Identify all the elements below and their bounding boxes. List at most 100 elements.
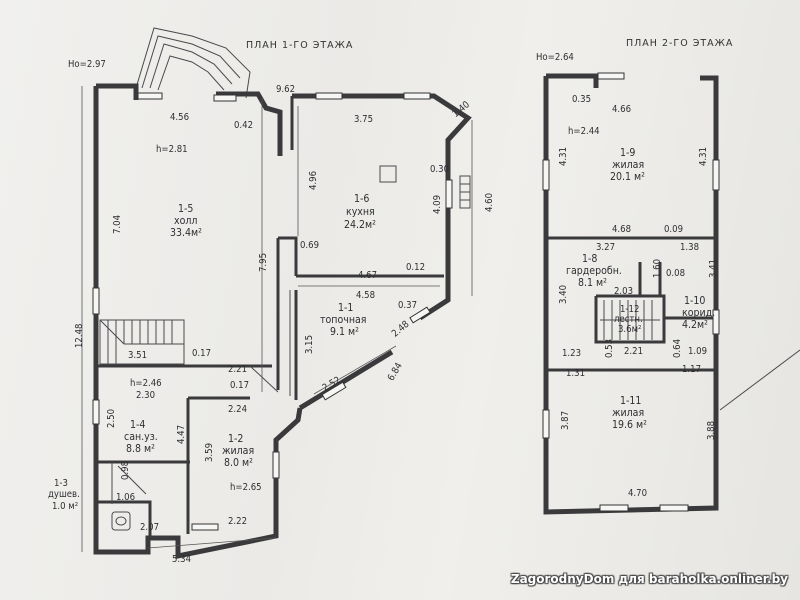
floor2-windows xyxy=(542,72,720,512)
floor1-level-mark: Ho=2.97 xyxy=(68,59,106,70)
dim-label: 3.87 xyxy=(560,411,571,430)
dim-label: 1.23 xyxy=(562,348,581,359)
dim-label: 1.17 xyxy=(682,364,701,375)
floor1-fixtures xyxy=(111,165,471,531)
dim-label: 0.42 xyxy=(234,120,253,131)
dim-label: 7.04 xyxy=(112,215,123,234)
dim-label: 4.31 xyxy=(698,147,709,166)
dim-label: 0.69 xyxy=(300,240,319,251)
dim-label: 4.96 xyxy=(308,171,319,190)
stairs-name: лестн. xyxy=(614,314,643,325)
dim-label: 3.40 xyxy=(558,285,569,304)
floor1-title: ПЛАН 1-ГО ЭТАЖА xyxy=(246,40,353,51)
dim-label: 0.30 xyxy=(430,164,449,175)
floor2-level-mark: Ho=2.64 xyxy=(536,52,574,63)
living-height: h=2.65 xyxy=(230,482,262,493)
stairs-area: 3.6м² xyxy=(618,324,641,335)
hall-name: холл xyxy=(174,215,197,227)
bath-area: 8.8 м² xyxy=(126,443,155,455)
dim-label: 4.56 xyxy=(170,112,189,123)
watermark: ZagorodnyDom для baraholka.onliner.by xyxy=(510,572,788,586)
floor1-dimension-labels: 4.56 0.42 9.62 3.75 1.40 0.30 4.96 4.09 … xyxy=(74,84,495,565)
dim-label: 1.38 xyxy=(680,242,699,253)
room111-area: 19.6 м² xyxy=(612,419,647,431)
dim-label: 12.48 xyxy=(74,324,85,348)
living-number: 1-2 xyxy=(228,433,243,445)
room19-area: 20.1 м² xyxy=(610,171,645,183)
dim-label: 4.66 xyxy=(612,104,631,115)
corridor-area: 4.2м² xyxy=(682,319,708,331)
bath-name: сан.уз. xyxy=(124,431,158,443)
shower-name: душев. xyxy=(48,489,80,500)
hall-height: h=2.81 xyxy=(156,144,188,155)
dim-label: 3.41 xyxy=(708,259,719,278)
dim-label: 3.88 xyxy=(706,421,717,440)
dim-label: 3.59 xyxy=(204,443,215,462)
room19-name: жилая xyxy=(612,159,644,171)
wardrobe-area: 8.1 м² xyxy=(578,277,607,289)
dim-label: 3.15 xyxy=(304,335,315,354)
dim-label: 5.34 xyxy=(172,554,191,565)
wardrobe-number: 1-8 xyxy=(582,253,597,265)
dim-label: 0.37 xyxy=(398,300,417,311)
dim-label: 4.47 xyxy=(176,425,187,444)
dim-label: 2.22 xyxy=(228,516,247,527)
dim-label: 0.17 xyxy=(230,380,249,391)
dim-label: 1.06 xyxy=(116,492,135,503)
dim-label: 1.09 xyxy=(688,346,707,357)
dim-label: 0.98 xyxy=(120,461,131,480)
dim-label: 3.51 xyxy=(128,350,147,361)
dim-label: 0.17 xyxy=(192,348,211,359)
floor2-stairs xyxy=(600,300,660,340)
floor2-walls xyxy=(543,73,719,515)
floor1-stairs xyxy=(99,319,185,365)
floor1-dimension-lines xyxy=(81,86,473,552)
dim-label: 2.50 xyxy=(106,409,117,428)
dim-label: 4.68 xyxy=(612,224,631,235)
boiler-name: топочная xyxy=(320,314,366,326)
room111-name: жилая xyxy=(612,407,644,419)
dim-label: 2.07 xyxy=(140,522,159,533)
kitchen-area: 24.2м² xyxy=(344,219,376,231)
dim-label: 4.31 xyxy=(558,147,569,166)
shower-area: 1.0 м² xyxy=(52,501,78,512)
stairs-number: 1-12 xyxy=(620,304,639,315)
floor2-leader-line xyxy=(719,349,800,411)
dim-label: 0.53 xyxy=(604,339,615,358)
kitchen-name: кухня xyxy=(346,206,375,218)
room111-number: 1-11 xyxy=(620,395,641,407)
dim-label: 2.24 xyxy=(228,404,247,415)
dim-label: 3.27 xyxy=(596,242,615,253)
dim-label: 2.48 xyxy=(390,319,412,340)
dim-label: 4.67 xyxy=(358,270,377,281)
floor2-room-labels: h=2.44 1-9 жилая 20.1 м² 1-8 гардеробн. … xyxy=(566,126,715,431)
dim-label: 0.09 xyxy=(664,224,683,235)
shower-number: 1-3 xyxy=(54,478,68,489)
dim-label: 4.09 xyxy=(432,195,443,214)
dim-label: 2.03 xyxy=(614,286,633,297)
dim-label: 4.58 xyxy=(356,290,375,301)
wardrobe-name: гардеробн. xyxy=(566,265,622,277)
room19-number: 1-9 xyxy=(620,147,635,159)
dim-label: 4.60 xyxy=(484,193,495,212)
dim-label: 2.21 xyxy=(624,346,643,357)
dim-label: 1.60 xyxy=(652,259,663,278)
dim-label: 2.21 xyxy=(228,364,247,375)
dim-label: 0.35 xyxy=(572,94,591,105)
hall-area: 33.4м² xyxy=(170,227,202,239)
hall-number: 1-5 xyxy=(178,203,193,215)
dim-label: 0.12 xyxy=(406,262,425,273)
dim-label: 7.95 xyxy=(258,253,269,272)
living-area: 8.0 м² xyxy=(224,457,253,469)
dim-label: 1.31 xyxy=(566,368,585,379)
dim-label: 4.70 xyxy=(628,488,647,499)
dim-label: 6.84 xyxy=(386,361,405,383)
bay-window xyxy=(135,27,251,99)
floor2-dimension-labels: 0.35 4.66 4.31 4.31 4.68 0.09 3.27 1.38 … xyxy=(558,94,719,499)
dim-label: 3.75 xyxy=(354,114,373,125)
living-name: жилая xyxy=(222,445,254,457)
kitchen-number: 1-6 xyxy=(354,193,369,205)
bath-number: 1-4 xyxy=(130,419,145,431)
